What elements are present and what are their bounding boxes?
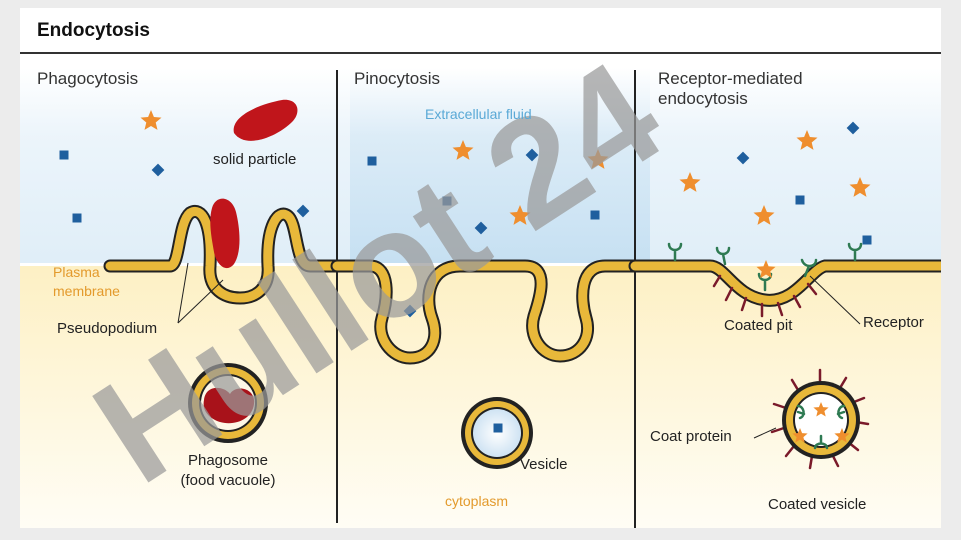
coated-pit-label: Coated pit [724, 317, 793, 334]
phagocytosis-membrane [105, 207, 342, 303]
coated-vesicle-label: Coated vesicle [768, 496, 867, 513]
receptor-membrane [630, 261, 941, 305]
vesicle-label: Vesicle [520, 456, 568, 473]
star-molecule [796, 130, 818, 150]
square-molecule [795, 195, 805, 205]
receptor-label: Receptor [863, 314, 924, 331]
extracellular-fluid-label: Extracellular fluid [425, 106, 532, 122]
star-molecule [452, 140, 474, 160]
solid-particle-label: solid particle [213, 151, 297, 168]
diagram-svg: Hullot 24 [20, 29, 941, 528]
square-molecule [403, 304, 417, 318]
square-molecules [59, 121, 872, 433]
square-molecule [862, 235, 872, 245]
plasma-membrane-label-2: membrane [53, 283, 120, 299]
star-molecule [140, 110, 162, 130]
receptors [667, 242, 863, 292]
receptor-mediated-heading-2: endocytosis [658, 89, 748, 108]
phagosome-label-1: Phagosome [187, 452, 269, 469]
coat-protein-label: Coat protein [650, 428, 732, 445]
square-molecule [590, 210, 600, 220]
phagocytosis-heading: Phagocytosis [37, 69, 139, 88]
star-molecule [509, 205, 531, 225]
square-molecule [296, 204, 310, 218]
star-molecule [753, 205, 775, 225]
star-molecule [587, 149, 609, 169]
solid-particle [233, 99, 298, 141]
cytoplasm-label: cytoplasm [445, 493, 509, 509]
cytoplasm-region [20, 266, 941, 528]
pinocytosis-membrane [332, 261, 640, 363]
receptor-mediated-heading-1: Receptor-mediated [658, 69, 803, 88]
digested-particle [203, 387, 255, 424]
star-molecule [679, 172, 701, 192]
pinocytosis-vesicle-lumen [473, 409, 521, 457]
star-molecule [849, 177, 871, 197]
square-molecule [59, 150, 69, 160]
plasma-membrane-label-1: Plasma [53, 264, 100, 280]
square-molecule [151, 163, 165, 177]
coated-vesicle-lumen [795, 394, 847, 446]
coated-pit-proteins [712, 274, 818, 318]
engulfed-particle [210, 198, 240, 269]
vesicle-receptors [796, 404, 846, 450]
star-molecule [756, 260, 776, 279]
star-molecule [792, 428, 808, 443]
star-molecule [813, 402, 829, 417]
coat-protein-pointer [753, 427, 777, 439]
square-molecule [442, 196, 452, 206]
receptor-pointer [809, 275, 861, 325]
star-molecules [140, 110, 871, 443]
pseudopodium-label: Pseudopodium [57, 320, 158, 337]
diagram-canvas: Hullot 24 Endocytosis Phagocytosis solid… [20, 8, 941, 528]
square-molecule [474, 221, 488, 235]
phagosome-label-2: (food vacuole) [180, 472, 276, 489]
page-title: Endocytosis [37, 20, 150, 41]
star-molecule [834, 428, 850, 443]
square-molecule [72, 213, 82, 223]
pinocytosis-heading: Pinocytosis [354, 69, 440, 88]
pseudopodium-pointer-1 [177, 262, 189, 324]
square-molecule [493, 423, 503, 433]
pseudopodium-pointer-2 [177, 279, 224, 324]
square-molecule [367, 156, 377, 166]
